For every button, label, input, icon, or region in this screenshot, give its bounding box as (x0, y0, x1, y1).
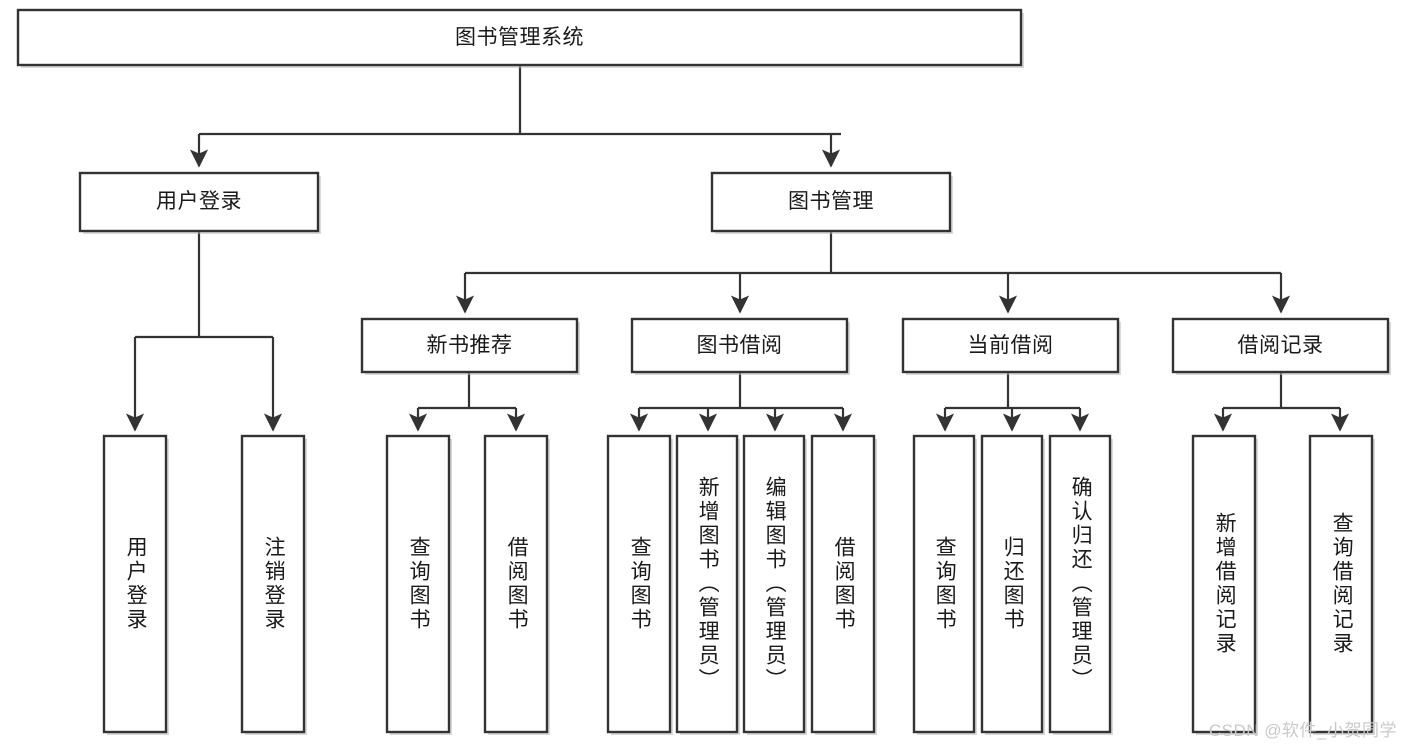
node-group (16, 8, 1391, 735)
node-box-leaf-borrow-book-2[interactable] (810, 434, 876, 734)
node-box-leaf-confirm-return[interactable] (1048, 434, 1112, 734)
node-box-leaf-query-book-1[interactable] (385, 434, 451, 734)
node-box-leaf-query-record[interactable] (1308, 434, 1374, 734)
node-box-leaf-add-record[interactable] (1191, 434, 1257, 734)
node-box-borrow-record[interactable] (1171, 317, 1390, 374)
node-box-leaf-return-book[interactable] (980, 434, 1044, 734)
node-box-book-manage[interactable] (710, 171, 952, 233)
node-box-leaf-query-book-2[interactable] (606, 434, 672, 734)
node-box-leaf-borrow-book-1[interactable] (483, 434, 549, 734)
node-box-root[interactable] (16, 8, 1023, 67)
node-box-new-book-rec[interactable] (360, 317, 579, 374)
watermark-text: CSDN @软件_小贺同学 (1208, 721, 1397, 740)
node-box-leaf-query-book-3[interactable] (912, 434, 976, 734)
node-box-leaf-logout[interactable] (240, 434, 306, 734)
node-box-leaf-edit-book[interactable] (742, 434, 806, 734)
node-box-current-borrow[interactable] (901, 317, 1120, 374)
node-box-leaf-user-login[interactable] (102, 434, 168, 734)
node-box-book-borrow[interactable] (630, 317, 849, 374)
node-box-leaf-add-book[interactable] (675, 434, 739, 734)
edge-group (125, 66, 1350, 432)
node-box-user-login[interactable] (78, 171, 320, 233)
